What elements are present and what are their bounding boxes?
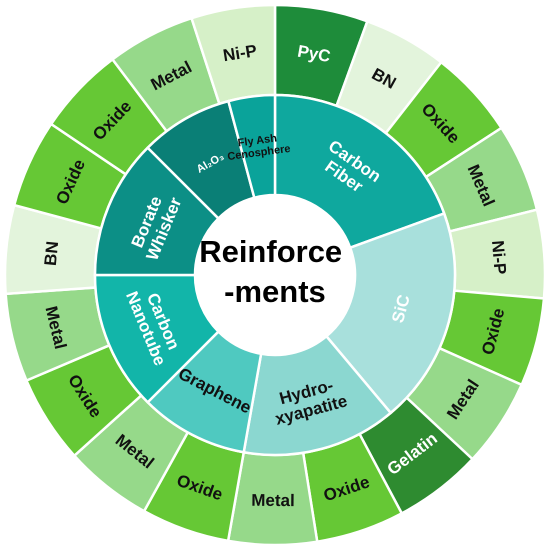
- center-title-line-2: -ments: [224, 274, 326, 309]
- center-title-line-1: Reinforce: [199, 234, 342, 269]
- outer-segment-4-label-line: Ni-P: [488, 240, 510, 275]
- outer-segment-9-label-line: Metal: [251, 491, 295, 510]
- outer-segment-9-label: Metal: [251, 491, 295, 510]
- inner-segment-2: Hydro-xyapatite: [242, 334, 393, 457]
- inner-segment-0: CarbonFiber: [273, 93, 446, 250]
- outer-segment-14-label: BN: [41, 240, 62, 266]
- outer-segment-4-label: Ni-P: [488, 240, 510, 275]
- inner-segment-7: Fly AshCenosphere: [227, 93, 291, 200]
- inner-segment-7-label-line: Fly Ash: [237, 132, 278, 149]
- outer-segment-8: Oxide: [301, 432, 404, 544]
- outer-segment-11: Metal: [72, 393, 190, 513]
- center-hub: [195, 195, 355, 355]
- inner-segment-3: Graphene: [145, 329, 263, 454]
- center-title: Reinforce -ments: [199, 234, 351, 309]
- outer-segment-15: Oxide: [12, 122, 128, 230]
- inner-ring: CarbonFiberSiCHydro-xyapatiteGrapheneCar…: [93, 93, 457, 457]
- inner-segment-5: BorateWhisker: [93, 145, 221, 277]
- outer-segment-14-label-line: BN: [41, 240, 62, 266]
- outer-segment-5: Oxide: [437, 289, 546, 387]
- outer-segment-10: Oxide: [142, 430, 246, 543]
